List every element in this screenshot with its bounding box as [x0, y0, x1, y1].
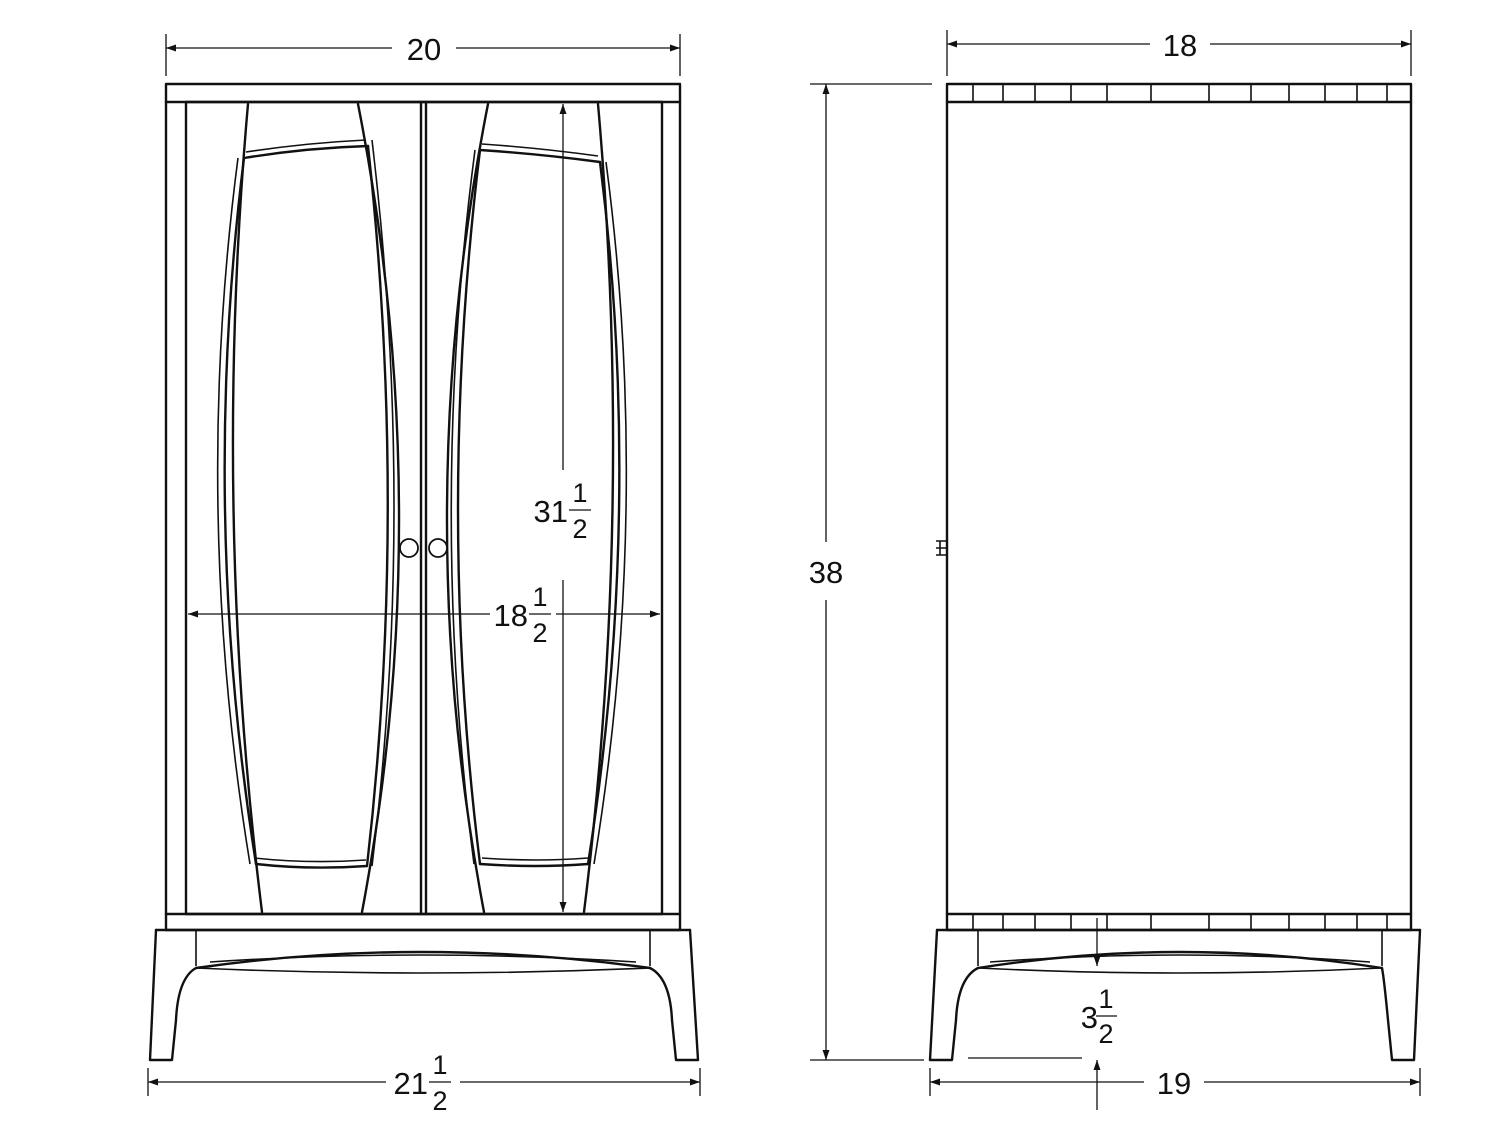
front-apron-curve-inner — [209, 954, 637, 963]
left-door-panel-top — [242, 144, 370, 160]
side-view: 18 38 3 1 2 19 — [809, 28, 1422, 1110]
right-door-panel-top — [478, 148, 602, 164]
front-apron-curve — [194, 950, 652, 970]
side-base — [928, 928, 1422, 1062]
dim-apron-height-den: 2 — [1098, 1019, 1113, 1049]
right-door-panel-bottom — [478, 862, 590, 868]
dim-door-height-num: 1 — [572, 478, 587, 508]
dim-base-width-num: 1 — [432, 1050, 447, 1080]
front-right-leg — [648, 928, 700, 1062]
dim-side-depth-label: 18 — [1163, 28, 1197, 63]
left-door-stile-inner — [356, 102, 401, 914]
dim-apron-height-num: 1 — [1098, 984, 1113, 1014]
front-view: 20 31 1 2 18 1 2 21 1 — [147, 32, 701, 1116]
right-door-panel-top-inner — [481, 143, 599, 157]
dim-base-width: 21 1 2 — [147, 1050, 701, 1116]
dim-overall-height: 38 — [809, 83, 932, 1061]
left-door-knob — [399, 538, 419, 558]
left-door-stile-outer — [231, 102, 264, 914]
dim-apron-height-whole: 3 — [1081, 1000, 1098, 1035]
dim-door-height-whole: 31 — [534, 494, 568, 529]
side-knob-profile — [936, 540, 946, 556]
side-bottom-joints — [946, 913, 1412, 931]
right-door-stile-inner — [445, 102, 490, 914]
left-door-panel-left-inner — [216, 157, 251, 865]
side-apron-curve-lower — [977, 967, 1383, 974]
dim-side-depth: 18 — [946, 28, 1412, 76]
left-door-panel-bottom-inner — [253, 857, 367, 863]
door-opening — [184, 100, 664, 916]
dim-apron-height: 3 1 2 — [968, 918, 1117, 1110]
dim-base-width-whole: 21 — [394, 1066, 428, 1101]
right-door-panel-left — [456, 148, 482, 866]
dim-front-width-label: 20 — [407, 32, 441, 67]
dim-door-width-den: 2 — [532, 618, 547, 648]
right-door-panel-right — [586, 160, 621, 866]
left-door-panel-right — [365, 144, 389, 868]
side-apron-curve — [976, 950, 1384, 970]
dim-side-base-depth: 19 — [929, 1066, 1421, 1101]
dim-door-height: 31 1 2 — [534, 104, 591, 912]
side-back-leg — [1380, 928, 1422, 1062]
dim-door-width: 18 1 2 — [188, 582, 660, 648]
front-base — [148, 928, 700, 1062]
side-front-leg — [928, 928, 980, 1062]
left-door-panel-bottom — [254, 862, 369, 869]
left-door-panel-top-inner — [245, 139, 367, 153]
dim-door-width-whole: 18 — [494, 598, 528, 633]
dim-front-width: 20 — [165, 32, 681, 76]
dim-door-width-num: 1 — [532, 582, 547, 612]
right-door-panel-left-inner — [450, 149, 476, 865]
dim-door-height-den: 2 — [572, 514, 587, 544]
front-apron-curve-lower — [195, 967, 651, 974]
front-left-leg — [148, 928, 198, 1062]
right-door-panel-bottom-inner — [481, 857, 589, 861]
left-door-panel-right-inner — [371, 139, 395, 867]
left-door-panel-left — [223, 156, 258, 866]
side-case-outline — [945, 82, 1413, 932]
side-apron-curve-inner — [989, 954, 1371, 963]
right-door-knob — [428, 538, 448, 558]
dim-side-base-depth-label: 19 — [1157, 1066, 1191, 1101]
right-door-panel-right-inner — [593, 161, 628, 865]
side-top-joints — [946, 83, 1412, 103]
dim-overall-height-label: 38 — [809, 555, 843, 590]
dim-base-width-den: 2 — [432, 1086, 447, 1116]
